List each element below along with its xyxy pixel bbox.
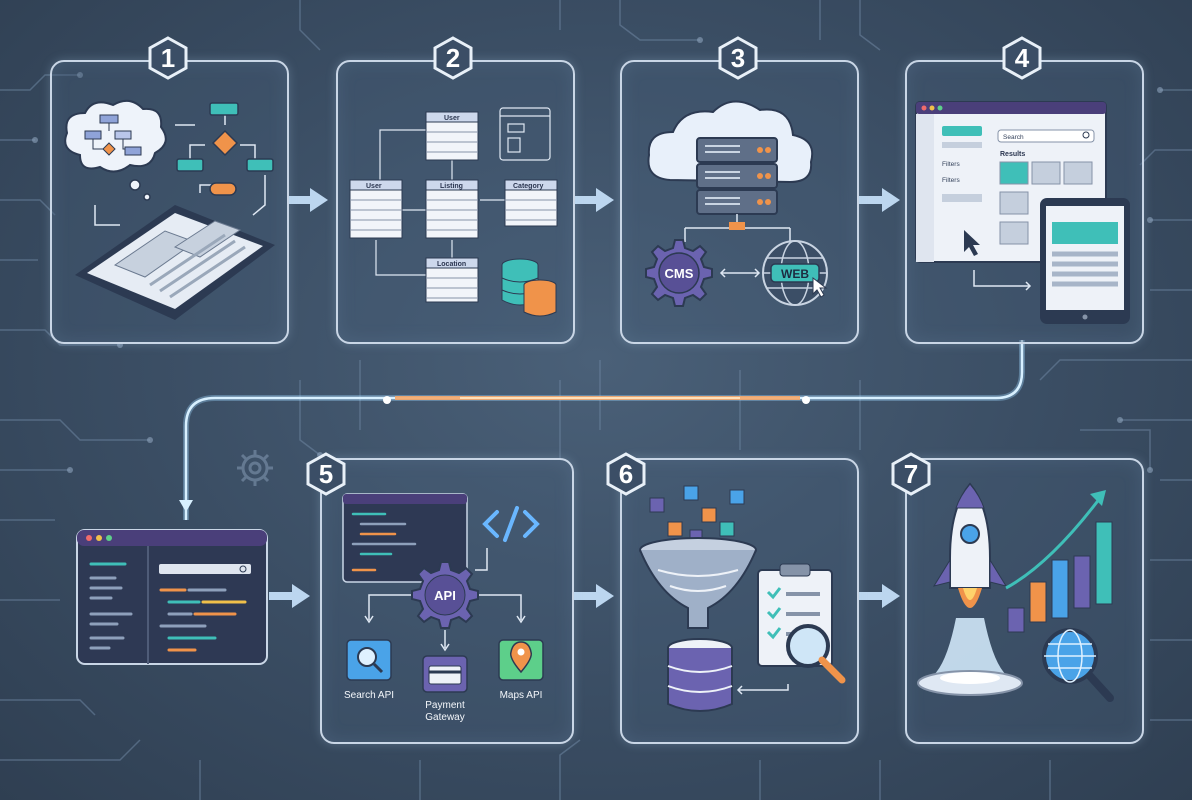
cms-gear-icon: CMS xyxy=(645,239,713,307)
step-4-badge: 4 xyxy=(1000,36,1044,80)
arrow-2-3 xyxy=(573,188,614,212)
arrow-6-7 xyxy=(859,584,900,608)
server-rack-icon xyxy=(696,137,778,215)
maps-api-icon xyxy=(498,639,544,681)
api-label: API xyxy=(434,588,456,603)
thought-cloud-icon xyxy=(64,99,167,201)
table-user-left-title: User xyxy=(366,183,382,190)
arrow-start-5 xyxy=(269,584,310,608)
search-box xyxy=(997,129,1095,143)
database-stack-icon xyxy=(501,258,557,317)
frontend-ui-illustration: Filters Filters Search Results xyxy=(915,101,1130,324)
cursor-icon xyxy=(964,230,980,256)
step-2-badge: 2 xyxy=(431,36,475,80)
search-placeholder: Search xyxy=(1003,134,1024,141)
payment-gateway-label-line1: Payment xyxy=(425,700,465,711)
code-window-icon xyxy=(342,493,468,583)
step-3-badge: 3 xyxy=(716,36,760,80)
step-6-badge: 6 xyxy=(604,452,648,496)
cms-label: CMS xyxy=(665,266,694,281)
tablet-wireframe-icon xyxy=(75,205,275,320)
search-api-label: Search API xyxy=(344,690,394,701)
server-cms-illustration: CMS WEB xyxy=(645,100,828,307)
table-user-top: User xyxy=(425,111,479,161)
browser-window: Filters Filters Search Results xyxy=(915,101,1107,263)
table-location: Location xyxy=(425,257,479,303)
payment-gateway-label-line2: Gateway xyxy=(425,712,464,723)
data-cubes xyxy=(649,485,745,543)
mini-wireframe-icon xyxy=(499,107,551,161)
step-7-badge: 7 xyxy=(889,452,933,496)
database-icon xyxy=(667,638,733,712)
table-category-title: Category xyxy=(513,183,543,190)
step-1-badge: 1 xyxy=(146,36,190,80)
planning-illustration xyxy=(64,99,275,320)
tablet-preview xyxy=(1040,198,1130,324)
database-schema-illustration: User User Listing Category Location xyxy=(349,107,558,317)
api-gear-icon: API xyxy=(411,561,479,629)
payment-gateway-icon xyxy=(422,655,468,693)
data-testing-illustration xyxy=(639,485,846,712)
checklist-icon xyxy=(757,563,833,667)
web-label: WEB xyxy=(781,267,809,281)
api-integration-illustration: API Search API Payment Gateway Maps API xyxy=(342,493,544,723)
step-5-badge: 5 xyxy=(304,452,348,496)
code-brackets-icon xyxy=(482,506,540,542)
table-user-top-title: User xyxy=(444,115,460,122)
arrow-3-4 xyxy=(859,188,900,212)
code-editor-illustration xyxy=(76,529,268,665)
flowchart-icon xyxy=(94,115,266,226)
funnel-icon xyxy=(639,537,757,629)
magnifier-icon xyxy=(786,624,846,684)
table-location-title: Location xyxy=(437,261,466,268)
results-label: Results xyxy=(1000,151,1025,158)
table-user-left: User xyxy=(349,179,403,239)
table-category: Category xyxy=(504,179,558,227)
table-listing: Listing xyxy=(425,179,479,239)
maps-api-label: Maps API xyxy=(500,690,543,701)
rocket-icon xyxy=(932,482,1008,608)
table-listing-title: Listing xyxy=(440,183,463,190)
search-api-icon xyxy=(346,639,392,681)
filters-label-2: Filters xyxy=(942,177,960,184)
growth-chart-icon xyxy=(1005,490,1113,633)
launch-growth-illustration xyxy=(917,482,1114,702)
filters-label-1: Filters xyxy=(942,161,960,168)
globe-magnifier-icon xyxy=(1042,628,1114,702)
launch-pad-icon xyxy=(917,618,1023,696)
arrow-1-2 xyxy=(287,188,328,212)
web-globe-icon: WEB xyxy=(762,240,828,306)
arrow-5-6 xyxy=(573,584,614,608)
